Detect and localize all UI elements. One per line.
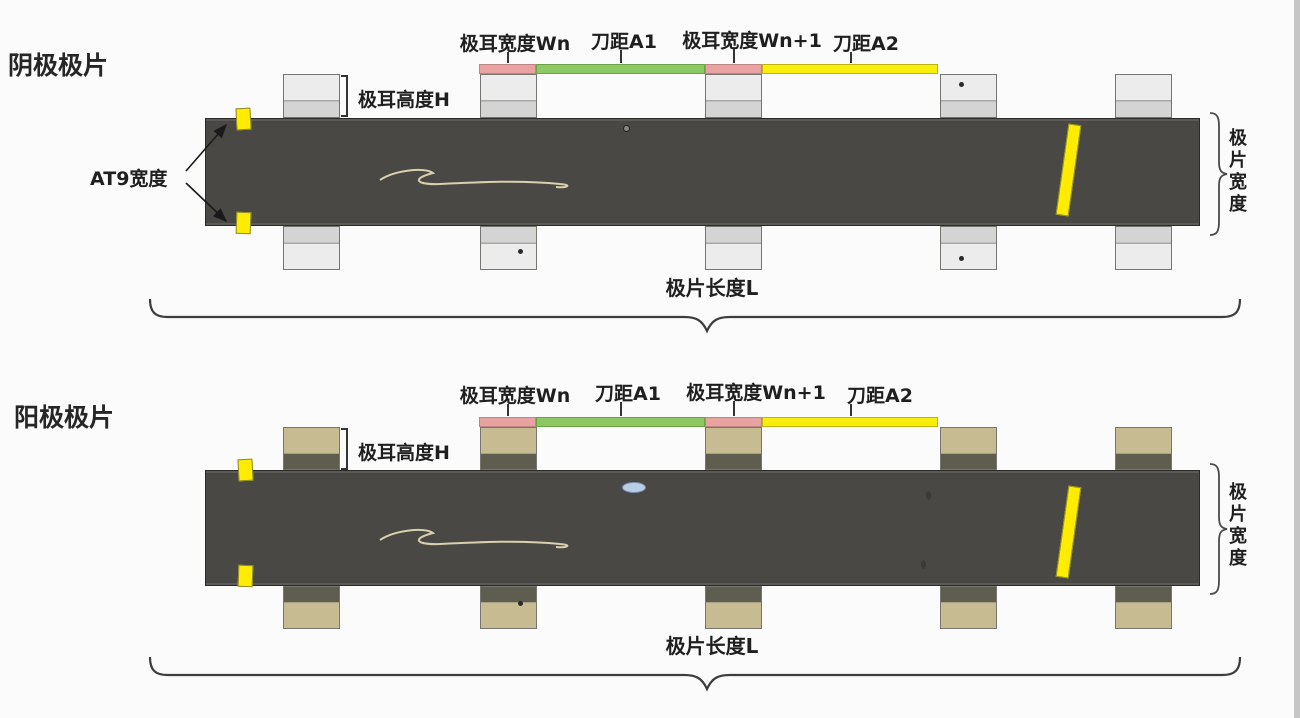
- anode-a1-tick: [620, 402, 622, 416]
- anode-bottom-tab: [480, 586, 537, 629]
- cathode-speck-dot: [959, 256, 964, 261]
- cathode-bottom-tab: [940, 226, 997, 270]
- anode-top-tab: [1115, 427, 1172, 470]
- cathode-strip: [205, 118, 1200, 226]
- anode-knife-a2-label: 刀距A2: [847, 385, 913, 407]
- anode-wn1-tick: [733, 401, 735, 416]
- cathode-wn1-tick: [733, 49, 735, 63]
- anode-bottom-tab: [1115, 586, 1172, 629]
- anode-tab-width-wn1-label: 极耳宽度Wn+1: [686, 382, 826, 404]
- cathode-at9-width-label: AT9宽度: [90, 168, 168, 190]
- cathode-length-brace: [148, 298, 1242, 334]
- cathode-tab-height-label: 极耳高度H: [358, 89, 450, 111]
- anode-tab-height-label: 极耳高度H: [358, 442, 450, 464]
- anode-top-tab: [283, 427, 340, 470]
- anode-a2-tick: [850, 404, 852, 416]
- cathode-at9-marker-top: [235, 107, 252, 131]
- anode-width-brace: [1209, 463, 1228, 595]
- anode-tab-width-wn-bar: [479, 417, 536, 427]
- anode-speck-oval: [926, 491, 931, 500]
- anode-bottom-tab: [705, 586, 762, 629]
- cathode-tab-width-wn-bar: [479, 64, 536, 74]
- anode-sheet-width-label: 极片宽度: [1226, 482, 1247, 570]
- anode-knife-a1-bar: [536, 417, 705, 427]
- anode-title: 阳极极片: [14, 403, 115, 432]
- anode-marker-top: [237, 458, 254, 482]
- anode-marker-bottom: [237, 564, 254, 588]
- anode-wn-tick: [507, 404, 509, 416]
- cathode-knife-a1-bar: [536, 64, 705, 74]
- cathode-top-tab: [480, 74, 537, 118]
- anode-top-tab: [940, 427, 997, 470]
- cathode-knife-a1-label: 刀距A1: [591, 31, 657, 53]
- cathode-tab-width-wn-label: 极耳宽度Wn: [459, 33, 571, 55]
- anode-speck-dot: [518, 601, 523, 606]
- anode-tab-width-wn1-bar: [705, 417, 762, 427]
- anode-strip: [205, 470, 1200, 586]
- cathode-top-tab: [1115, 74, 1172, 118]
- anode-bottom-tab: [940, 586, 997, 629]
- cathode-bottom-tab: [480, 226, 537, 270]
- cathode-speck-ring: [623, 125, 630, 132]
- cathode-knife-a2-label: 刀距A2: [833, 33, 899, 55]
- window-edge: [1294, 0, 1300, 718]
- cathode-bottom-tab: [283, 226, 340, 270]
- cathode-top-tab: [283, 74, 340, 118]
- cathode-knife-a2-bar: [762, 64, 938, 74]
- cathode-wn-tick: [507, 52, 509, 63]
- cathode-tab-width-wn1-label: 极耳宽度Wn+1: [682, 30, 822, 52]
- cathode-bottom-tab: [1115, 226, 1172, 270]
- cathode-at9-marker-bottom: [235, 211, 252, 235]
- anode-knife-a1-label: 刀距A1: [595, 383, 661, 405]
- anode-tab-height-bracket: [341, 428, 348, 470]
- anode-bottom-tab: [283, 586, 340, 629]
- cathode-speck-dot: [959, 82, 964, 87]
- cathode-bottom-tab: [705, 226, 762, 270]
- anode-top-tab: [480, 427, 537, 470]
- cathode-title: 阴极极片: [8, 51, 109, 80]
- cathode-tab-width-wn1-bar: [705, 64, 762, 74]
- cathode-tab-height-bracket: [341, 75, 348, 117]
- cathode-a2-tick: [850, 52, 852, 63]
- cathode-speck-dot: [518, 249, 523, 254]
- anode-knife-a2-bar: [762, 417, 938, 427]
- cathode-sheet-width-label: 极片宽度: [1226, 128, 1247, 216]
- anode-speck-oval: [921, 560, 926, 569]
- anode-top-tab: [705, 427, 762, 470]
- cathode-top-tab: [940, 74, 997, 118]
- anode-length-brace: [148, 656, 1242, 692]
- cathode-top-tab: [705, 74, 762, 118]
- anode-blue-ellipse-mark: [622, 482, 646, 493]
- cathode-sheet-length-label: 极片长度L: [665, 276, 759, 300]
- cathode-width-brace: [1209, 112, 1228, 236]
- cathode-a1-tick: [620, 50, 622, 63]
- anode-sheet-length-label: 极片长度L: [665, 634, 759, 658]
- anode-tab-width-wn-label: 极耳宽度Wn: [459, 385, 571, 407]
